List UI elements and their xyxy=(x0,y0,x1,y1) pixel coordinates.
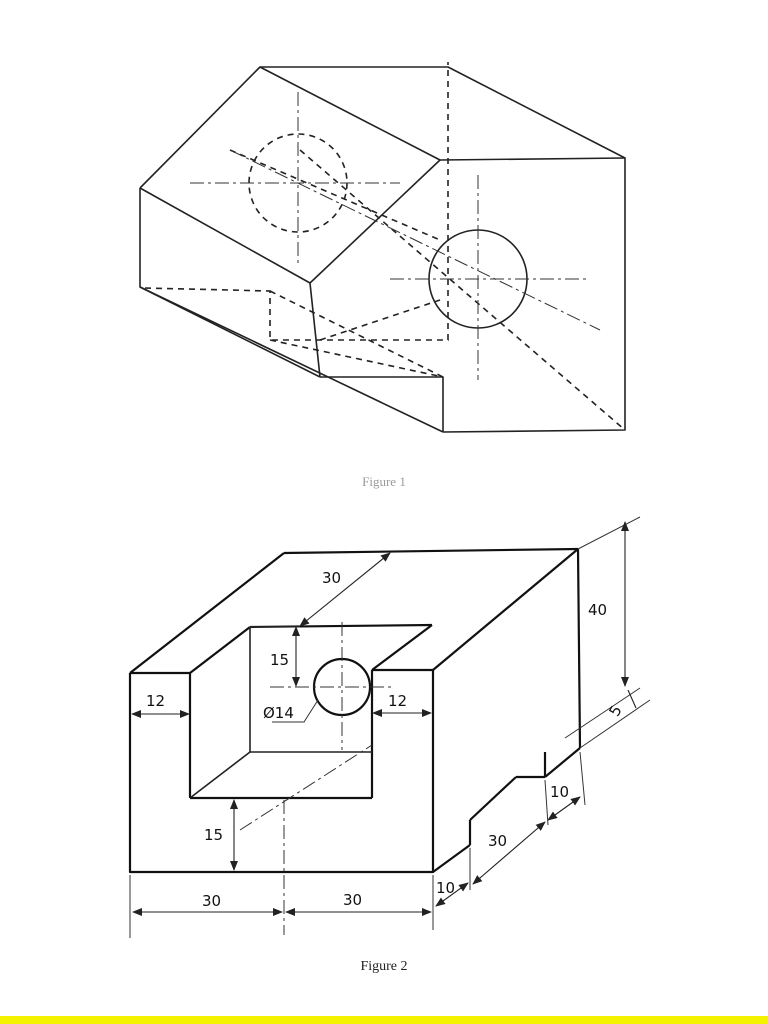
dim-slot-floor-height: 15 xyxy=(204,826,223,844)
fig2-dimension-lines xyxy=(129,516,651,938)
dim-hole-diameter: Ø14 xyxy=(263,704,294,722)
dim-wall-left: 12 xyxy=(146,692,165,710)
fig2-outline xyxy=(128,547,582,874)
dim-wall-right: 12 xyxy=(388,692,407,710)
fig1-center-lines xyxy=(190,92,601,380)
dim-notch-length: 30 xyxy=(488,832,507,850)
dim-base-right: 30 xyxy=(343,891,362,909)
yellow-highlight-bar xyxy=(0,1016,768,1024)
dim-front-step: 10 xyxy=(436,879,455,897)
fig2-dimension-labels: 30 15 Ø14 12 12 15 30 30 40 5 10 30 10 xyxy=(146,569,626,910)
figure-1-drawing xyxy=(139,62,626,433)
fig1-outline xyxy=(139,66,626,433)
fig2-hole xyxy=(239,622,395,935)
dim-slot-depth: 30 xyxy=(322,569,341,587)
dim-height: 40 xyxy=(588,601,607,619)
figure-2-caption: Figure 2 xyxy=(360,959,408,974)
dim-base-left: 30 xyxy=(202,892,221,910)
dim-step-depth: 10 xyxy=(550,783,569,801)
figure-1-caption: Figure 1 xyxy=(362,474,406,489)
dim-hole-offset: 15 xyxy=(270,651,289,669)
